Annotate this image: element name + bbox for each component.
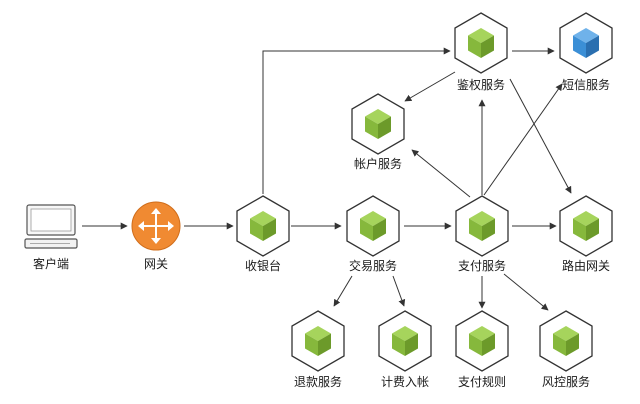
edge-trade-refund [333, 275, 353, 307]
edge-auth-route [509, 78, 572, 194]
edge-pay-risk [503, 273, 549, 311]
cashier-label: 收银台 [245, 258, 281, 273]
edges [82, 47, 572, 311]
node-client[interactable]: 客户端 [24, 204, 78, 271]
pay-label: 支付服务 [458, 258, 506, 273]
edge-trade-billing [392, 275, 406, 307]
computer-icon [24, 204, 78, 249]
router-icon [131, 201, 181, 251]
service-cube-icon [378, 310, 432, 372]
edge-pay-sms [483, 83, 563, 196]
node-cashier[interactable]: 收银台 [236, 195, 290, 273]
service-cube-icon [346, 195, 400, 257]
route-label: 路由网关 [562, 258, 610, 273]
payrule-label: 支付规则 [458, 374, 506, 389]
node-auth[interactable]: 鉴权服务 [454, 12, 508, 92]
node-sms[interactable]: 短信服务 [559, 12, 613, 92]
gateway-label: 网关 [144, 257, 168, 271]
billing-label: 计费入帐 [381, 374, 429, 389]
auth-label: 鉴权服务 [457, 77, 505, 92]
edge-pay-account [411, 149, 471, 198]
edge-auth-account [404, 71, 456, 102]
edge-cashier-auth [262, 47, 451, 194]
trade-label: 交易服务 [349, 258, 397, 273]
node-billing[interactable]: 计费入帐 [378, 310, 432, 389]
refund-label: 退款服务 [294, 374, 342, 389]
sms-label: 短信服务 [562, 77, 610, 92]
service-cube-icon [236, 195, 290, 257]
node-risk[interactable]: 风控服务 [539, 310, 593, 389]
external-service-cube-icon [559, 12, 613, 74]
node-account[interactable]: 帐户服务 [351, 93, 405, 171]
client-label: 客户端 [33, 256, 69, 271]
service-cube-icon [455, 310, 509, 372]
risk-label: 风控服务 [542, 374, 590, 389]
node-gateway[interactable]: 网关 [131, 201, 181, 271]
service-cube-icon [455, 195, 509, 257]
service-cube-icon [559, 195, 613, 257]
service-cube-icon [454, 12, 508, 74]
service-cube-icon [539, 310, 593, 372]
account-label: 帐户服务 [354, 156, 402, 171]
node-trade[interactable]: 交易服务 [346, 195, 400, 273]
node-pay[interactable]: 支付服务 [455, 195, 509, 273]
node-route[interactable]: 路由网关 [559, 195, 613, 273]
node-refund[interactable]: 退款服务 [291, 310, 345, 389]
service-cube-icon [351, 93, 405, 155]
node-payrule[interactable]: 支付规则 [455, 310, 509, 389]
service-cube-icon [291, 310, 345, 372]
